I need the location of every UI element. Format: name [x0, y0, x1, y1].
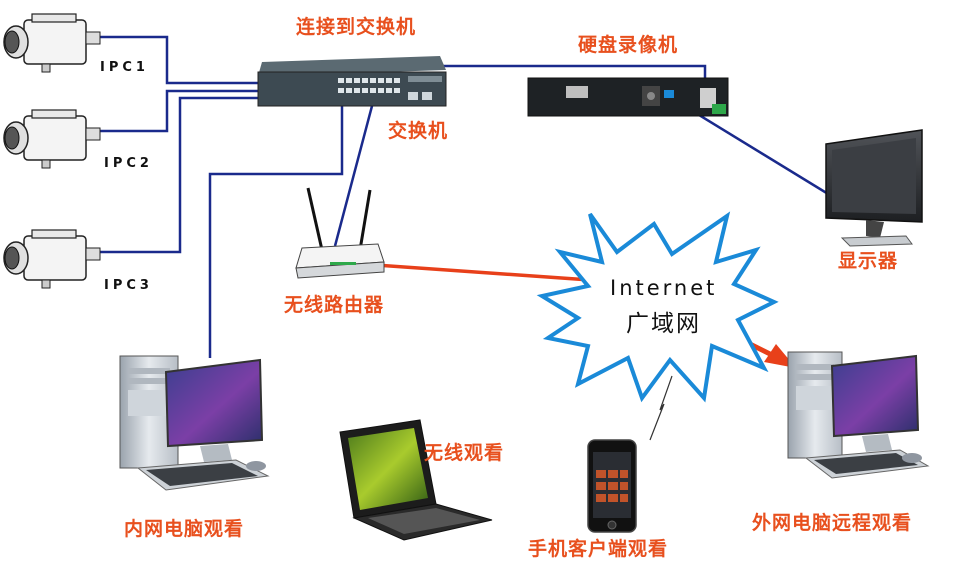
label-wireless-view: 无线观看 [424, 442, 505, 464]
wan-pc [787, 351, 930, 479]
lan-pc [119, 355, 270, 491]
wireless-signal-icon [649, 375, 673, 441]
switch [257, 56, 447, 107]
camera-ipc3 [3, 229, 101, 289]
label-wan: 广域网 [626, 311, 701, 337]
camera-ipc2 [3, 109, 101, 169]
label-connect-switch: 连接到交换机 [296, 16, 417, 38]
cable-lanpc-switch [208, 104, 344, 358]
dvr [527, 77, 729, 117]
label-ipc3: IPC3 [104, 278, 153, 293]
label-mobile-view: 手机客户端观看 [528, 538, 669, 560]
label-internet: Internet [610, 276, 718, 300]
label-ipc1: IPC1 [100, 60, 149, 75]
label-ipc2: IPC2 [104, 156, 153, 171]
label-switch: 交换机 [388, 120, 449, 142]
label-router: 无线路由器 [284, 294, 385, 316]
label-wan-pc: 外网电脑远程观看 [752, 512, 913, 534]
router [295, 187, 385, 279]
internet-cloud [536, 211, 779, 403]
label-dvr: 硬盘录像机 [578, 34, 679, 56]
cable-ipc1-switch [100, 35, 262, 85]
laptop [339, 419, 493, 541]
label-monitor: 显示器 [838, 250, 899, 272]
burst-shape [536, 211, 779, 403]
smartphone [587, 439, 637, 533]
monitor [825, 129, 923, 247]
camera-ipc1 [3, 13, 101, 73]
cable-ipc2-switch [100, 89, 334, 133]
cable-switch-router [333, 105, 374, 247]
link-router-internet [374, 263, 591, 282]
label-lan-pc: 内网电脑观看 [124, 518, 245, 540]
